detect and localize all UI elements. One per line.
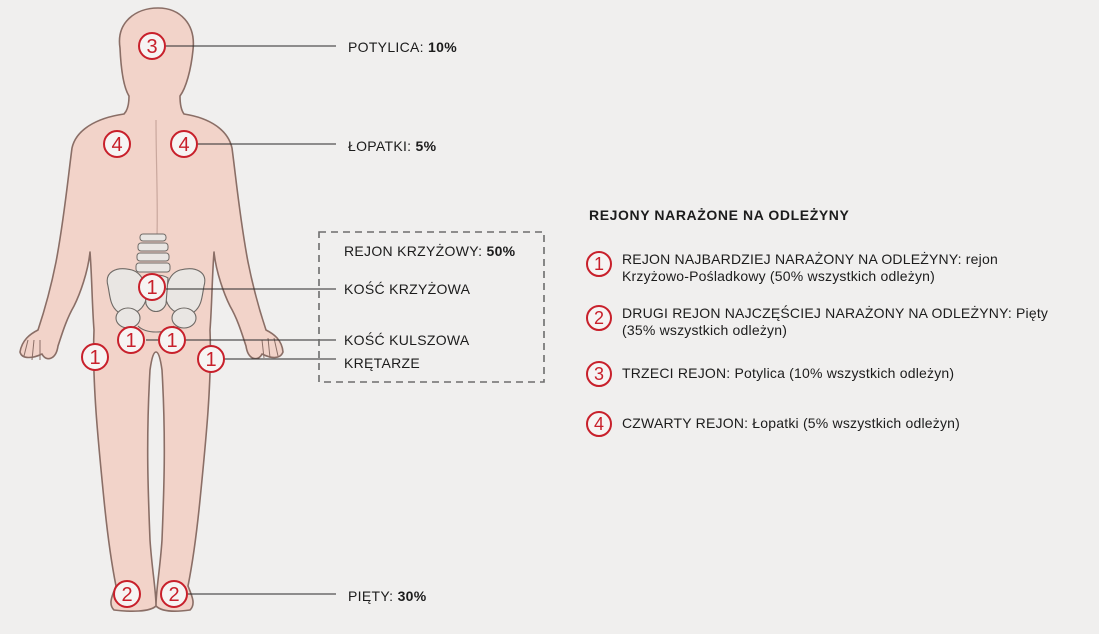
svg-text:1: 1	[146, 277, 157, 299]
marker-heel-left: 2	[113, 580, 141, 608]
spine-line	[155, 119, 158, 237]
callout-piety-value: 30%	[397, 588, 427, 604]
pelvis-bones	[106, 268, 206, 333]
marker-trochanter-left: 1	[81, 343, 109, 371]
marker-ischium-left: 1	[117, 326, 145, 354]
marker-lopatka-left: 4	[103, 130, 131, 158]
marker-potylica: 3	[138, 32, 166, 60]
callout-kretarze: KRĘTARZE	[344, 355, 420, 371]
callout-potylica: POTYLICA: 10%	[348, 39, 457, 55]
svg-text:1: 1	[125, 330, 136, 352]
legend-badge-3: 3	[586, 361, 612, 387]
legend-title: REJONY NARAŻONE NA ODLEŻYNY	[589, 207, 850, 223]
callout-kretarze-label: KRĘTARZE	[344, 355, 421, 371]
callout-piety: PIĘTY: 30%	[348, 588, 427, 604]
callout-lopatki-value: 5%	[415, 138, 437, 154]
legend-text-3: TRZECI REJON: Potylica (10% wszystkich o…	[622, 365, 955, 381]
svg-text:4: 4	[111, 134, 122, 156]
legend-item-4: 4 CZWARTY REJON: Łopatki (5% wszystkich …	[586, 411, 1056, 437]
marker-sacrum: 1	[138, 273, 166, 301]
callout-potylica-value: 10%	[428, 39, 457, 55]
legend-item-3: 3 TRZECI REJON: Potylica (10% wszystkich…	[586, 361, 1056, 387]
legend-text-1: REJON NAJBARDZIEJ NARAŻONY NA ODLEŻYNY: …	[622, 251, 998, 284]
svg-text:3: 3	[146, 36, 157, 58]
callout-kosc-kulszowa-label: KOŚĆ KULSZOWA	[344, 332, 470, 348]
callout-lopatki: ŁOPATKI: 5%	[348, 138, 436, 154]
svg-text:2: 2	[168, 584, 179, 606]
svg-text:1: 1	[89, 347, 100, 369]
svg-text:1: 1	[205, 349, 216, 371]
marker-ischium-right: 1	[158, 326, 186, 354]
svg-text:2: 2	[121, 584, 132, 606]
callout-rejon-krzyzowy-value: 50%	[486, 243, 516, 259]
callout-rejon-krzyzowy-label: REJON KRZYŻOWY:	[344, 243, 483, 259]
lumbar-vertebrae	[135, 233, 171, 273]
callout-kosc-krzyzowa-label: KOŚĆ KRZYŻOWA	[344, 281, 471, 297]
sacral-region-dashed-box	[318, 231, 545, 383]
legend-item-2: 2 DRUGI REJON NAJCZĘŚCIEJ NARAŻONY NA OD…	[586, 305, 1056, 339]
svg-text:4: 4	[178, 134, 189, 156]
finger-lines	[23, 337, 279, 361]
callout-kosc-krzyzowa: KOŚĆ KRZYŻOWA	[344, 281, 470, 297]
legend-badge-4: 4	[586, 411, 612, 437]
legend-text-2: DRUGI REJON NAJCZĘŚCIEJ NARAŻONY NA ODLE…	[622, 305, 1049, 338]
callout-piety-label: PIĘTY:	[348, 588, 394, 604]
legend-badge-1: 1	[586, 251, 612, 277]
legend-text-4: CZWARTY REJON: Łopatki (5% wszystkich od…	[622, 415, 961, 431]
svg-text:1: 1	[166, 330, 177, 352]
callout-kosc-kulszowa: KOŚĆ KULSZOWA	[344, 332, 470, 348]
marker-heel-right: 2	[160, 580, 188, 608]
legend-badge-2: 2	[586, 305, 612, 331]
callout-potylica-label: POTYLICA:	[348, 39, 424, 55]
legend-item-1: 1 REJON NAJBARDZIEJ NARAŻONY NA ODLEŻYNY…	[586, 251, 1056, 285]
marker-lopatka-right: 4	[170, 130, 198, 158]
callout-lopatki-label: ŁOPATKI:	[348, 138, 412, 154]
callout-rejon-krzyzowy: REJON KRZYŻOWY: 50%	[344, 243, 515, 259]
marker-trochanter-right: 1	[197, 345, 225, 373]
